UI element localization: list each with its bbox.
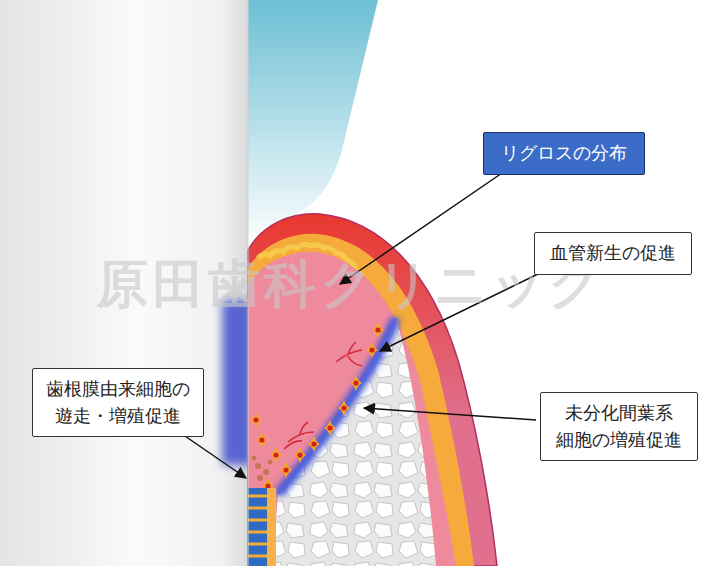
callout-box: 未分化間葉系 細胞の増殖促進 [540,392,698,461]
callout-text: 未分化間葉系 細胞の増殖促進 [556,400,682,452]
mesenchymal-cells [250,322,384,494]
ligament-fibers [248,496,267,556]
alveolar-bone [272,318,436,566]
watermark: 原田歯科クリニック [96,250,605,320]
rigros-distribution [278,318,396,494]
bone-lining [267,488,276,566]
callout-box: 歯根膜由来細胞の 遊走・増殖促進 [32,368,204,437]
callout-text: 血管新生の促進 [550,240,676,266]
blood-vessel [284,422,314,449]
callout-box: 血管新生の促進 [534,232,692,275]
callout-text: 歯根膜由来細胞の 遊走・増殖促進 [46,376,190,428]
cell-cluster [252,456,273,482]
periodontal-ligament [248,488,267,566]
leader-lines [182,171,540,478]
blood-vessel [336,342,362,366]
crown-region [248,0,378,248]
callout-box: リグロスの分布 [483,132,645,175]
callout-text: リグロスの分布 [501,140,627,166]
rigros-line [278,318,396,494]
